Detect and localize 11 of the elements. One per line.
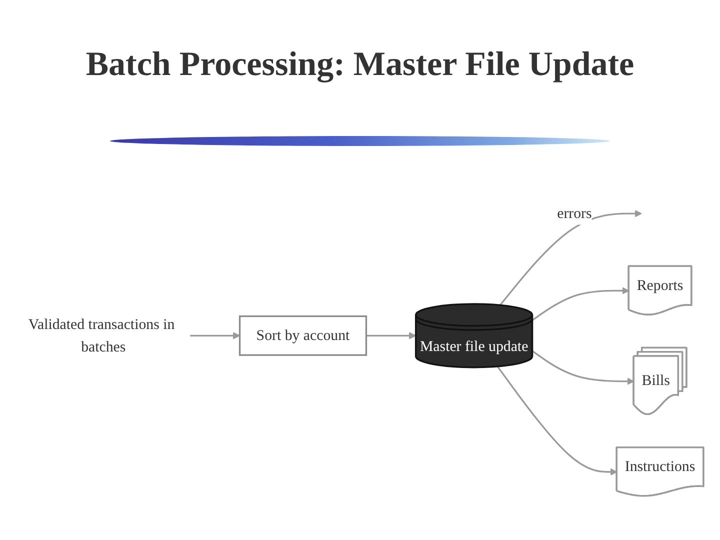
arrow bbox=[532, 350, 634, 385]
node-text: Validated transactions in batches bbox=[28, 316, 175, 355]
edge-label: errors bbox=[557, 204, 592, 222]
node-box: Sort by account bbox=[238, 315, 368, 356]
arrow bbox=[532, 287, 630, 321]
arrow bbox=[366, 332, 416, 340]
node-text: Master file update bbox=[420, 338, 528, 354]
title: Batch Processing: Master File Update bbox=[84, 46, 636, 84]
arrow bbox=[496, 366, 618, 476]
arrow bbox=[500, 210, 642, 306]
arrow bbox=[190, 332, 240, 340]
